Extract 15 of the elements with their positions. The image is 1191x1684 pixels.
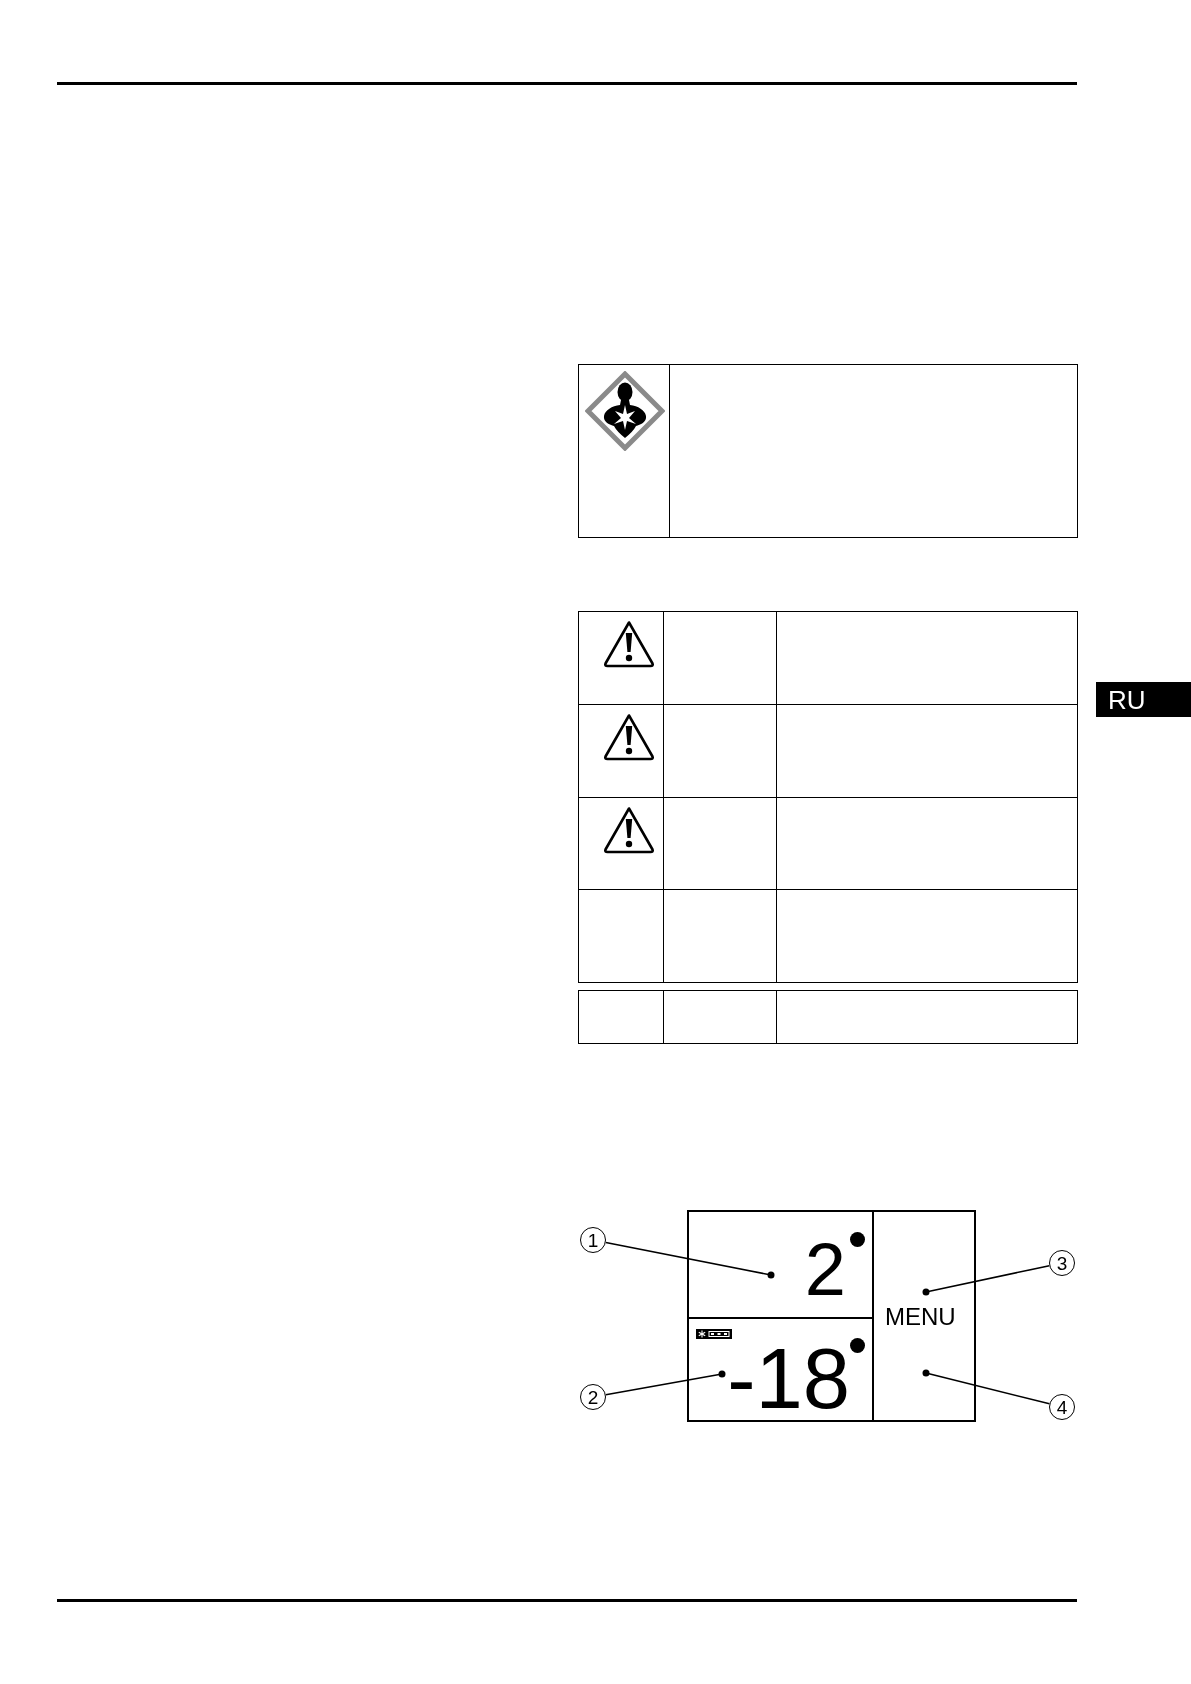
display-section — [687, 1210, 874, 1319]
callout-number: 1 — [580, 1227, 606, 1253]
temperature-reading: 2 — [804, 1240, 846, 1300]
temperature-reading: -18 — [727, 1345, 850, 1413]
display-section — [687, 1317, 874, 1422]
leader-line — [922, 1369, 1051, 1405]
leader-line — [605, 1370, 726, 1396]
callout-number: 2 — [580, 1384, 606, 1410]
callout-number: 3 — [1049, 1250, 1075, 1276]
leader-line — [605, 1241, 775, 1279]
language-tab: RU — [1096, 682, 1191, 717]
leader-line — [922, 1264, 1051, 1296]
display-section — [872, 1210, 976, 1422]
callout-number: 4 — [1049, 1394, 1075, 1420]
menu-label: MENU — [885, 1305, 956, 1329]
